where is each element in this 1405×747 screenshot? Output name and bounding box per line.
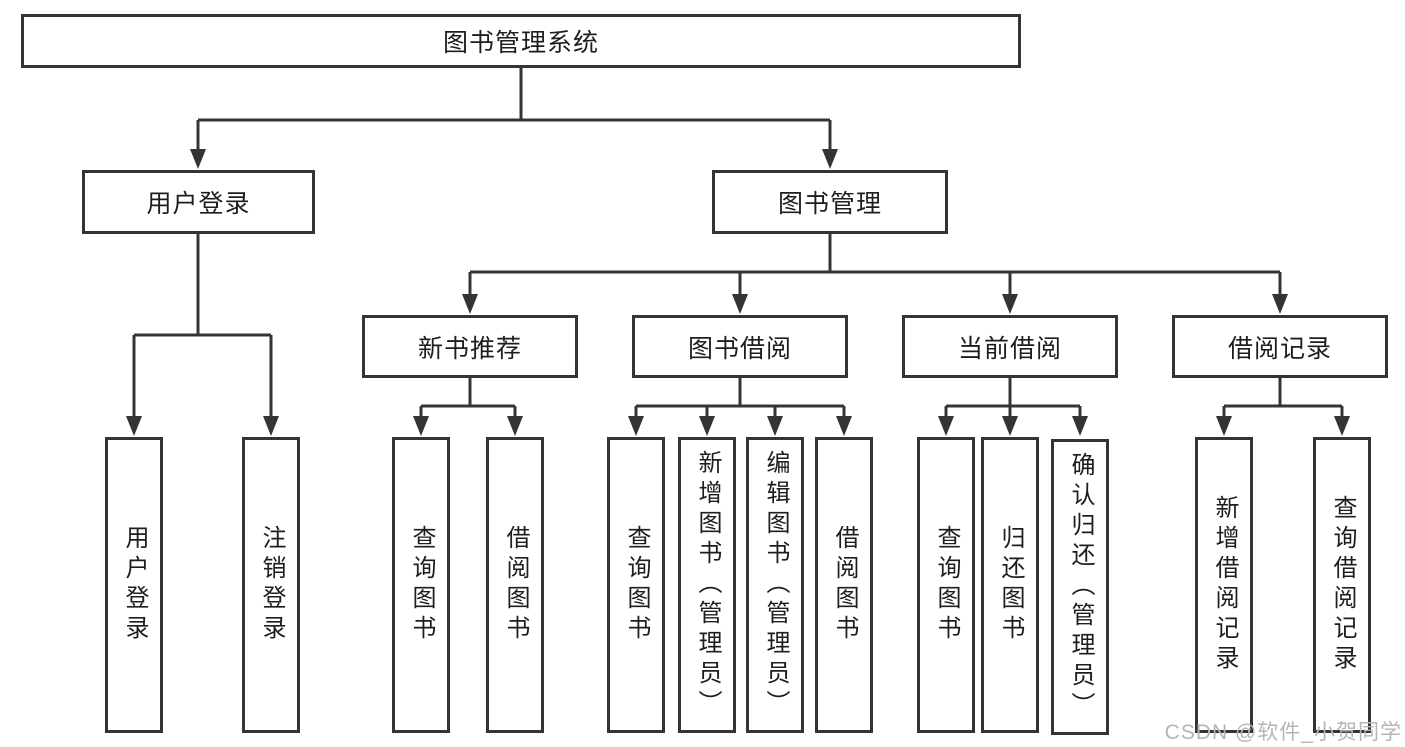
node-book-management-system: 图书管理系统	[21, 14, 1021, 68]
leaf-br-query-record: 查询借阅记录	[1313, 437, 1371, 733]
leaf-bb-query-books: 查询图书	[607, 437, 665, 733]
node-label: 新增图书（管理员）	[694, 450, 721, 720]
node-label: 新增借阅记录	[1211, 495, 1238, 675]
leaf-cb-query-books: 查询图书	[917, 437, 975, 733]
node-label: 编辑图书（管理员）	[762, 450, 789, 720]
leaf-user-login: 用户登录	[105, 437, 163, 733]
node-label: 查询图书	[933, 525, 960, 645]
node-book-management: 图书管理	[712, 170, 948, 234]
leaf-logout: 注销登录	[242, 437, 300, 733]
node-label: 借阅图书	[502, 525, 529, 645]
leaf-cb-return-books: 归还图书	[981, 437, 1039, 733]
node-label: 查询图书	[408, 525, 435, 645]
node-label: 用户登录	[121, 525, 148, 645]
watermark: CSDN @软件_小贺同学	[1164, 721, 1402, 744]
node-new-book-recommendation: 新书推荐	[362, 315, 578, 378]
node-label: 查询图书	[623, 525, 650, 645]
leaf-cb-confirm-return-admin: 确认归还（管理员）	[1051, 439, 1109, 735]
node-current-borrowing: 当前借阅	[902, 315, 1118, 378]
leaf-rec-borrow-books: 借阅图书	[486, 437, 544, 733]
leaf-bb-add-books-admin: 新增图书（管理员）	[678, 437, 736, 733]
node-label: 借阅图书	[831, 525, 858, 645]
node-label: 归还图书	[997, 525, 1024, 645]
leaf-bb-borrow-books: 借阅图书	[815, 437, 873, 733]
node-borrowing-records: 借阅记录	[1172, 315, 1388, 378]
node-label: 查询借阅记录	[1329, 495, 1356, 675]
leaf-bb-edit-books-admin: 编辑图书（管理员）	[746, 437, 804, 733]
node-label: 确认归还（管理员）	[1067, 452, 1094, 722]
leaf-rec-query-books: 查询图书	[392, 437, 450, 733]
node-book-borrowing: 图书借阅	[632, 315, 848, 378]
node-label: 注销登录	[258, 525, 285, 645]
leaf-br-add-record: 新增借阅记录	[1195, 437, 1253, 733]
node-user-login: 用户登录	[82, 170, 315, 234]
